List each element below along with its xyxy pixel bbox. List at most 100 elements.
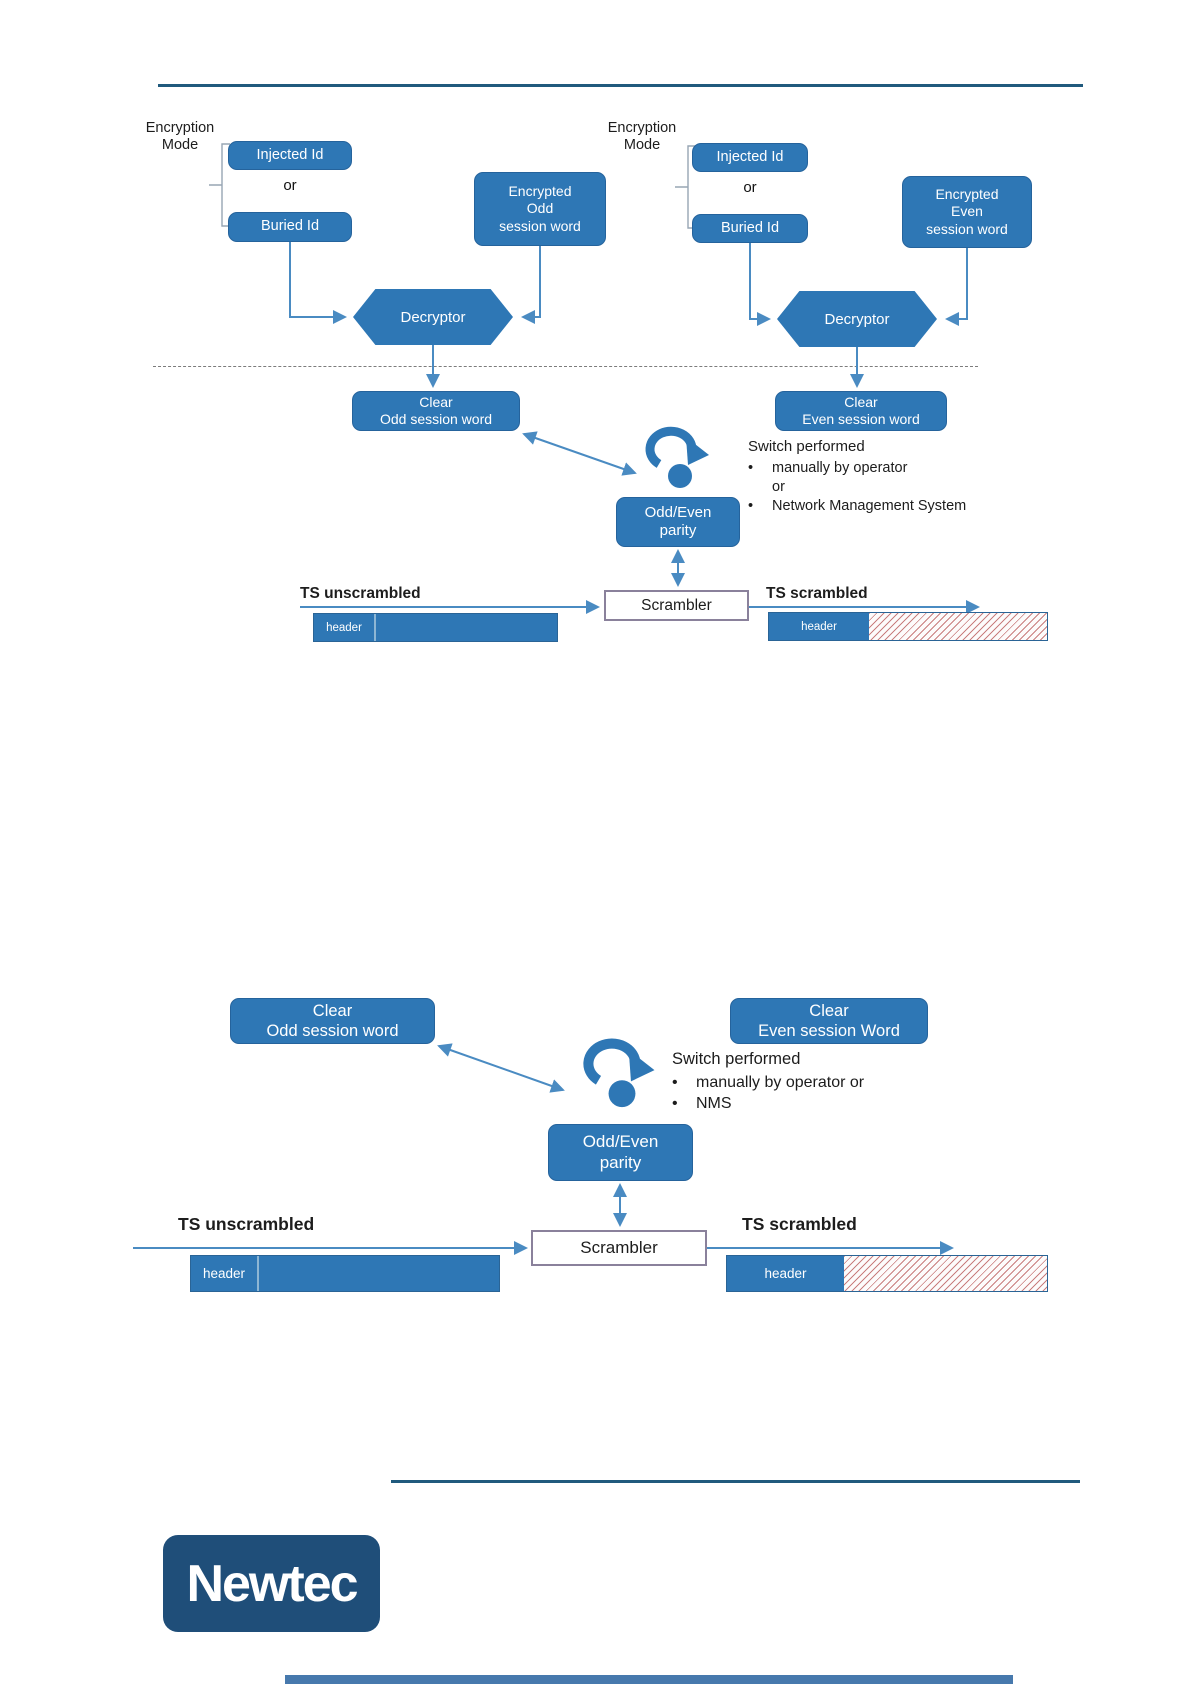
ts-packet-unscrambled-2: header <box>190 1255 500 1292</box>
ts-unscrambled-label-1: TS unscrambled <box>300 585 421 603</box>
bullet-glyph: • <box>672 1074 678 1091</box>
encryption-mode-label-right: Encryption Mode <box>598 120 686 154</box>
rotate-switch-icon-2 <box>583 1038 655 1108</box>
buried-id-box-right: Buried Id <box>692 214 808 243</box>
scrambler-label: Scrambler <box>641 596 712 614</box>
packet-header-cell: header <box>191 1256 259 1291</box>
switch-note-2: Switch performed • manually by operator … <box>672 1050 982 1116</box>
decryptor-hexagon-left: Decryptor <box>353 289 513 345</box>
packet-payload-scrambled <box>844 1256 1047 1291</box>
encryption-mode-line1: Encryption <box>607 120 677 136</box>
injected-id-box-right: Injected Id <box>692 143 808 172</box>
bottom-edge-strip <box>285 1675 1013 1684</box>
switch-note-item2-text: NMS <box>696 1095 732 1112</box>
encrypted-even-session-word-box: Encrypted Even session word <box>902 176 1032 248</box>
clear-line1: Clear <box>809 1001 849 1020</box>
encrypted-line1: Encrypted <box>508 183 572 200</box>
injected-id-box-left: Injected Id <box>228 141 352 170</box>
encrypted-line2: Odd <box>526 200 554 217</box>
bullet-glyph: • <box>672 1095 678 1112</box>
packet-header-cell: header <box>727 1256 844 1291</box>
switch-note-or: or <box>748 479 988 495</box>
ts-packet-unscrambled-1: header <box>313 613 558 642</box>
parity-line1: Odd/Even <box>582 1131 659 1151</box>
encryption-mode-label-left: Encryption Mode <box>136 120 224 154</box>
or-text: or <box>743 179 757 196</box>
packet-header-label: header <box>801 620 837 633</box>
rotate-arrowhead <box>628 1050 655 1082</box>
clear-odd-session-word-box-2: Clear Odd session word <box>230 998 435 1044</box>
ts-scrambled-text: TS scrambled <box>766 585 868 602</box>
encrypted-line3: session word <box>499 217 581 234</box>
connector-buriedid-to-decryptor-right <box>749 243 771 326</box>
or-label-left: or <box>228 177 352 194</box>
newtec-logo: Newtec <box>163 1535 380 1632</box>
bullet-spacer <box>748 479 772 495</box>
rotate-arrowhead <box>686 437 709 465</box>
switch-note-1: Switch performed • manually by operator … <box>748 438 988 517</box>
encrypted-line3: session word <box>926 220 1008 237</box>
ts-scrambled-label-1: TS scrambled <box>766 585 868 603</box>
switch-note-item: • manually by operator <box>748 460 988 476</box>
rotate-arc <box>583 1038 641 1085</box>
encryption-mode-line2: Mode <box>161 137 199 153</box>
header-rule <box>158 84 1083 87</box>
packet-payload-clear <box>376 614 557 641</box>
parity-line1: Odd/Even <box>644 503 712 521</box>
scrambler-box-1: Scrambler <box>604 590 749 621</box>
encrypted-odd-session-word-box: Encrypted Odd session word <box>474 172 606 246</box>
connector-encryptedeven-to-decryptor <box>945 248 968 326</box>
ts-packet-scrambled-2: header <box>726 1255 1048 1292</box>
encrypted-line1: Encrypted <box>935 186 999 203</box>
packet-header-label: header <box>764 1266 807 1281</box>
clear-line2: Even session Word <box>758 1022 900 1040</box>
encrypted-line2: Even <box>951 203 983 220</box>
packet-header-cell: header <box>769 613 869 640</box>
switch-note-item: • NMS <box>672 1095 982 1113</box>
buried-id-box-left: Buried Id <box>228 212 352 242</box>
connector-buriedid-to-decryptor-left <box>289 242 347 324</box>
decryptor-label: Decryptor <box>824 310 890 328</box>
switch-note-item: • Network Management System <box>748 498 988 514</box>
bullet-glyph: • <box>748 460 754 476</box>
buried-id-label: Buried Id <box>260 218 320 235</box>
newtec-logo-text: Newtec <box>186 1554 358 1613</box>
odd-even-parity-box-1: Odd/Even parity <box>616 497 740 547</box>
scrambler-label: Scrambler <box>580 1238 658 1257</box>
ts-scrambled-text: TS scrambled <box>742 1214 857 1234</box>
bullet-glyph: • <box>748 498 754 514</box>
switch-note-item1-text: manually by operator or <box>696 1074 865 1091</box>
switch-note-item1-text: manually by operator <box>772 460 908 476</box>
switch-note-item2-text: Network Management System <box>772 498 967 514</box>
scrambler-box-2: Scrambler <box>531 1230 707 1266</box>
encryption-mode-bracket-left <box>209 143 230 227</box>
clear-line2: Odd session word <box>379 411 493 427</box>
rotate-ball <box>608 1080 636 1108</box>
ts-unscrambled-label-2: TS unscrambled <box>178 1214 314 1235</box>
connector-clearodd-to-switch-2 <box>437 1043 565 1093</box>
injected-id-label: Injected Id <box>716 148 784 165</box>
rotate-ball <box>668 464 692 488</box>
switch-note-title: Switch performed <box>672 1050 801 1068</box>
rotate-switch-icon <box>645 426 709 488</box>
packet-header-cell: header <box>314 614 376 641</box>
decryptor-hexagon-right: Decryptor <box>777 291 937 347</box>
encryption-mode-line1: Encryption <box>145 120 215 136</box>
ts-unscrambled-text: TS unscrambled <box>300 585 421 602</box>
or-text: or <box>283 177 297 194</box>
parity-line2: parity <box>599 1152 642 1172</box>
ts-packet-scrambled-1: header <box>768 612 1048 641</box>
ts-unscrambled-text: TS unscrambled <box>178 1214 315 1234</box>
clear-line2: Odd session word <box>266 1022 399 1040</box>
rotate-arc <box>645 426 697 468</box>
connector-clearodd-to-switch <box>522 431 637 476</box>
decryptor-label: Decryptor <box>400 308 466 326</box>
injected-id-label: Injected Id <box>256 146 324 163</box>
connector-encryptedodd-to-decryptor <box>521 246 541 324</box>
footer-rule <box>391 1480 1080 1483</box>
packet-header-label: header <box>202 1266 246 1281</box>
packet-payload-scrambled <box>869 613 1047 640</box>
buried-id-label: Buried Id <box>720 219 780 236</box>
